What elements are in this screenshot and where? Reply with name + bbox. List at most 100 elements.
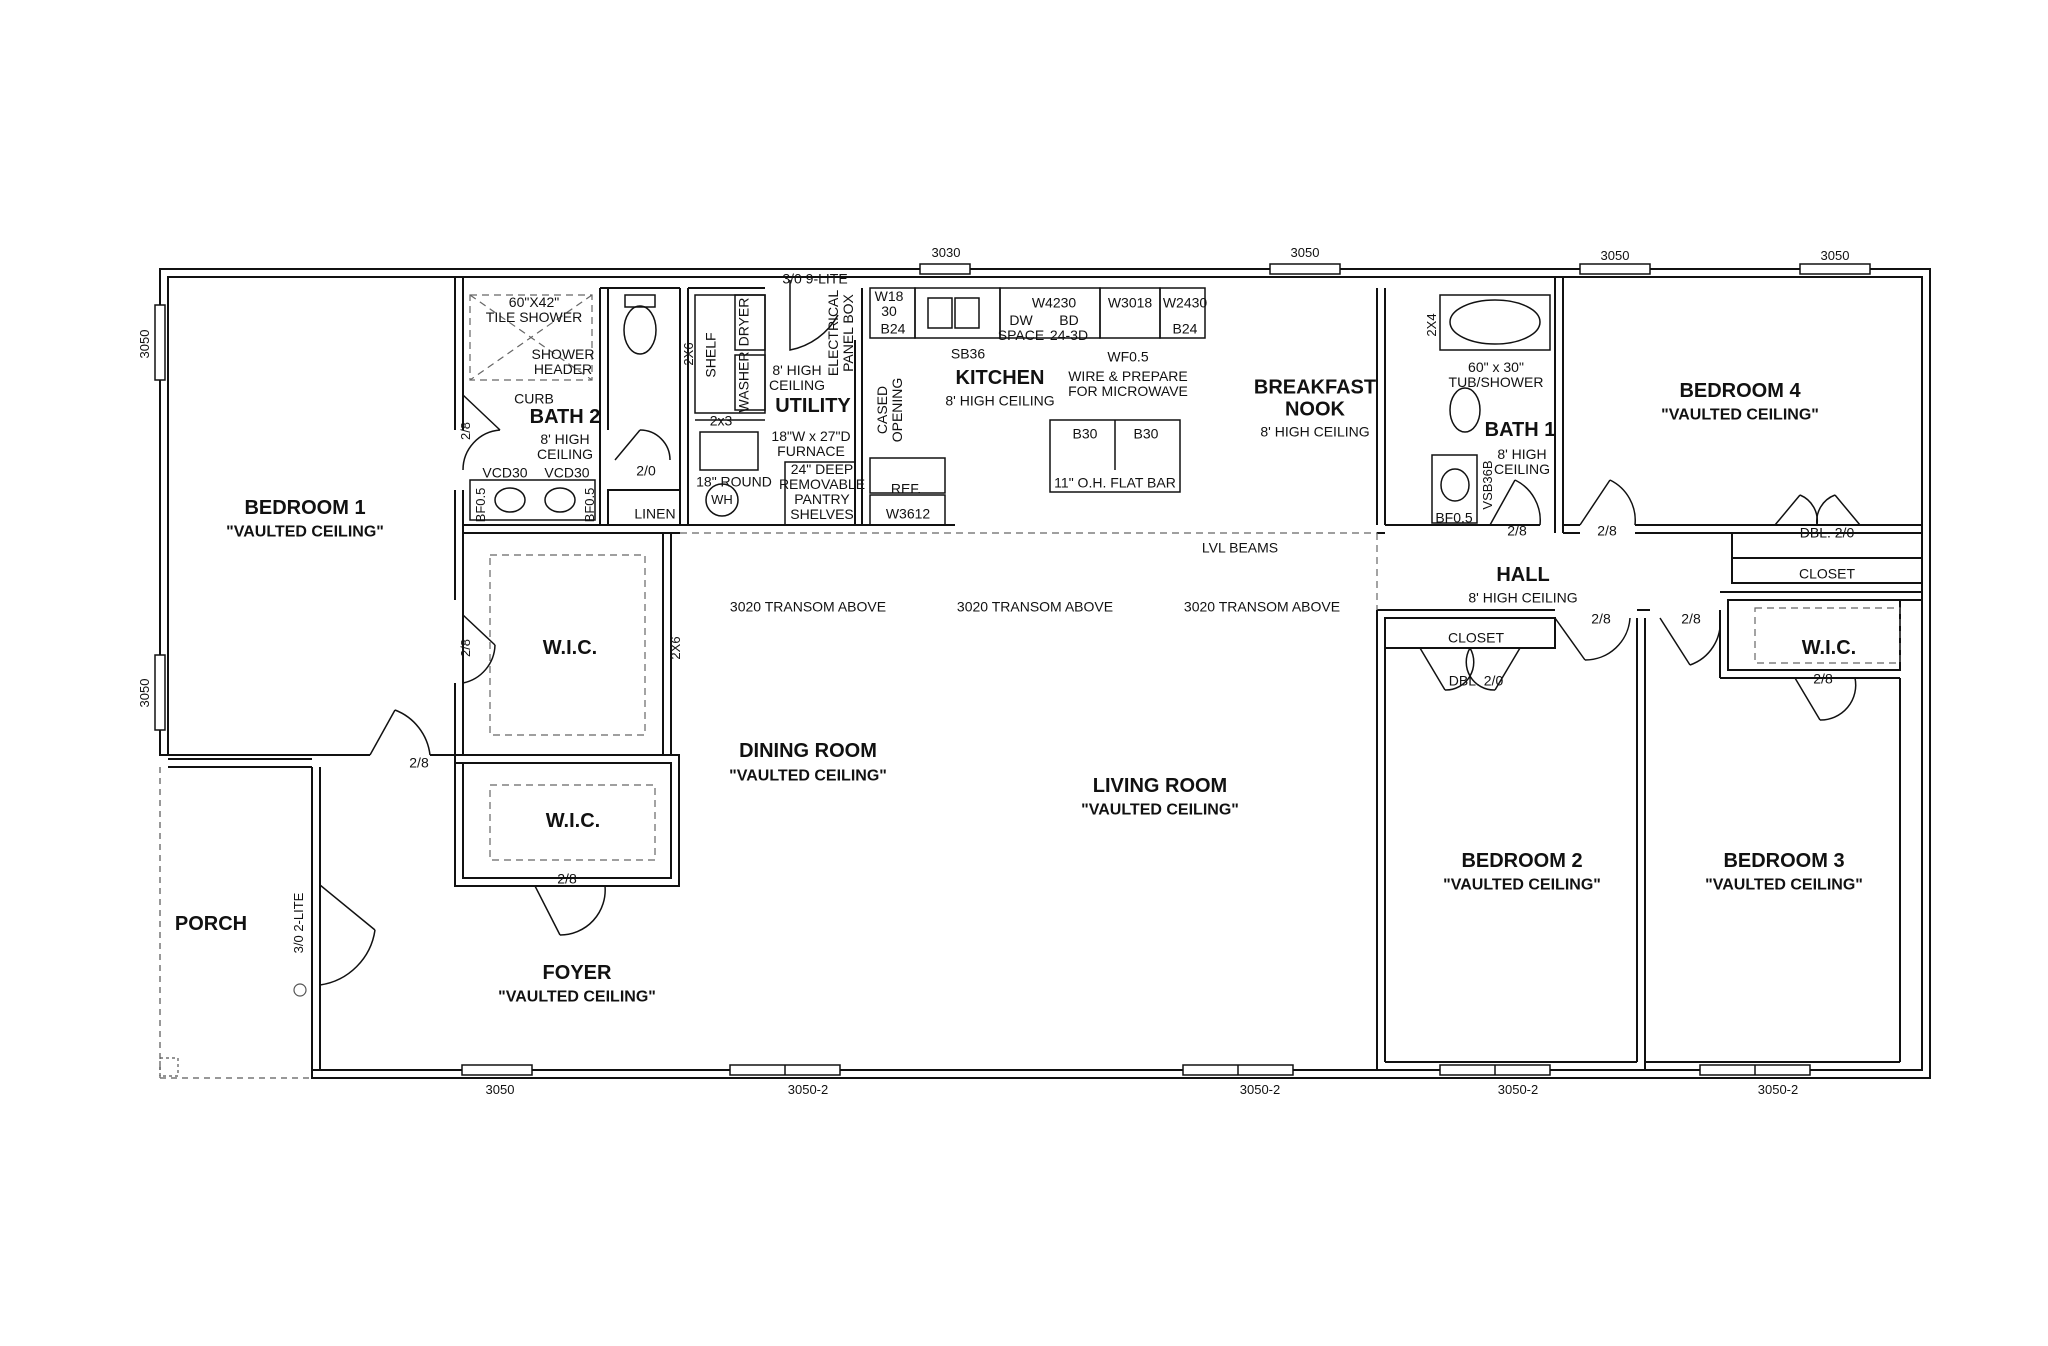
window-label-bottom-foyer: 3050 [485,1081,515,1097]
label-curb: CURB [514,390,554,407]
label-cased-opening: CASED OPENING [873,377,905,443]
windows [155,264,1870,1075]
label-bf05-right: BF0.5 [581,487,597,523]
window-top-bed4-right [1800,264,1870,274]
room-hall-ceiling: 8' HIGH CEILING [1468,589,1578,606]
window-top-kitchen [920,264,970,274]
label-tub-shower: 60" x 30" TUB/SHOWER [1448,358,1544,390]
window-label-top-bed4-left: 3050 [1600,247,1630,263]
label-b24-left: B24 [880,320,906,337]
label-furnace: 18"W x 27"D FURNACE [771,427,851,459]
label-w3018: W3018 [1107,294,1153,311]
label-vcd30-right: VCD30 [544,464,590,481]
label-door-9lite: 3/0 9-LITE [782,270,848,287]
label-b24-right: B24 [1172,320,1198,337]
room-bedroom4: BEDROOM 4 [1679,380,1801,403]
window-label-top-kitchen: 3030 [931,244,961,260]
porch-post [160,984,306,1076]
room-bedroom3-ceiling: "VAULTED CEILING" [1705,876,1863,894]
room-bath1: BATH 1 [1484,419,1556,442]
window-label-bottom-bed2: 3050-2 [1497,1081,1539,1097]
label-sb36: SB36 [950,345,986,362]
label-washer: WASHER [735,351,752,413]
label-wh: WH [711,491,733,507]
window-label-top-nook: 3050 [1290,244,1320,260]
room-bedroom1-ceiling: "VAULTED CEILING" [226,523,384,541]
label-bf05-left: BF0.5 [472,487,488,523]
label-linen: LINEN [634,505,676,522]
label-door-bath2: 2/8 [457,421,473,441]
room-bedroom1: BEDROOM 1 [244,497,366,520]
window-bottom-foyer [462,1065,532,1075]
label-utility-2x6: 2X6 [680,342,696,366]
label-door-bedroom1: 2/8 [409,754,429,771]
label-vsb36b: VSB36B [1479,460,1495,510]
room-bath2-ceiling: 8' HIGH CEILING [536,430,594,462]
toilet-bath2 [624,306,656,354]
room-dining: DINING ROOM [739,740,877,763]
room-porch: PORCH [174,913,248,936]
porch-outline [160,767,312,1078]
label-pantry: 24" DEEP REMOVABLE PANTRY SHELVES [778,460,866,523]
label-door-bedroom3: 2/8 [1681,610,1701,627]
label-lvl-beams: LVL BEAMS [1201,539,1279,556]
label-b30-right: B30 [1133,425,1159,442]
room-bedroom2-ceiling: "VAULTED CEILING" [1443,876,1601,894]
room-breakfast-nook-ceiling: 8' HIGH CEILING [1260,423,1370,440]
label-b30-left: B30 [1072,425,1098,442]
label-shelf: SHELF [702,332,719,378]
label-bd-24-3d: BD 24-3D [1049,311,1089,343]
room-living-ceiling: "VAULTED CEILING" [1081,801,1239,819]
room-wic-b: W.I.C. [545,810,601,833]
label-w18-30: W18 30 [874,287,904,319]
label-door-wic-a: 2/8 [457,638,473,658]
label-flat-bar: 11" O.H. FLAT BAR [1054,474,1176,491]
room-hall: HALL [1496,564,1550,587]
room-bedroom4-ceiling: "VAULTED CEILING" [1661,406,1819,424]
window-label-bottom-living: 3050-2 [1239,1081,1281,1097]
label-ref: REF. [890,480,922,497]
room-foyer: FOYER [542,962,612,985]
label-tile-shower: 60"X42" TILE SHOWER [485,293,583,325]
label-wic-2x6: 2X6 [667,636,683,660]
label-closet-hall: CLOSET [1798,565,1856,582]
room-breakfast-nook: BREAKFAST NOOK [1253,376,1377,420]
label-w3612: W3612 [885,505,931,522]
label-door-wic-c: 2/8 [1813,670,1833,687]
label-dryer: DRYER [735,297,752,347]
window-left-upper [155,305,165,380]
label-utility-2x3: 2x3 [709,412,733,429]
room-utility-ceiling: 8' HIGH CEILING [768,361,826,393]
room-bedroom2: BEDROOM 2 [1461,850,1583,873]
room-utility: UTILITY [775,395,851,418]
window-top-bed4-left [1580,264,1650,274]
label-dbl-20-bed2: DBL. 2/0 [1448,672,1504,689]
room-kitchen-ceiling: 8' HIGH CEILING [945,392,1055,409]
window-label-bottom-dining: 3050-2 [787,1081,829,1097]
exterior-walls [160,269,1930,1078]
label-transom-1: 3020 TRANSOM ABOVE [729,598,887,615]
label-shower-header: SHOWER HEADER [531,345,595,377]
room-bedroom3: BEDROOM 3 [1723,850,1845,873]
room-wic-a: W.I.C. [542,637,598,660]
label-front-door: 3/0 2-LITE [290,892,306,954]
room-dining-ceiling: "VAULTED CEILING" [729,767,887,785]
room-bath1-ceiling: 8' HIGH CEILING [1493,445,1551,477]
label-w4230: W4230 [1031,294,1077,311]
label-transom-2: 3020 TRANSOM ABOVE [956,598,1114,615]
label-round-18: 18" ROUND [696,473,772,490]
window-label-left-upper: 3050 [136,329,152,359]
window-label-top-bed4-right: 3050 [1820,247,1850,263]
label-door-bedroom2: 2/8 [1591,610,1611,627]
label-vcd30-left: VCD30 [482,464,528,481]
label-microwave: WIRE & PREPARE FOR MICROWAVE [1068,367,1188,399]
window-left-lower [155,655,165,730]
label-transom-3: 3020 TRANSOM ABOVE [1183,598,1341,615]
label-closet-bed2: CLOSET [1447,629,1505,646]
room-living: LIVING ROOM [1092,775,1228,798]
label-w2430: W2430 [1162,294,1208,311]
label-door-wic-b: 2/8 [557,870,577,887]
room-wic-c: W.I.C. [1801,637,1857,660]
label-door-bedroom4: 2/8 [1597,522,1617,539]
